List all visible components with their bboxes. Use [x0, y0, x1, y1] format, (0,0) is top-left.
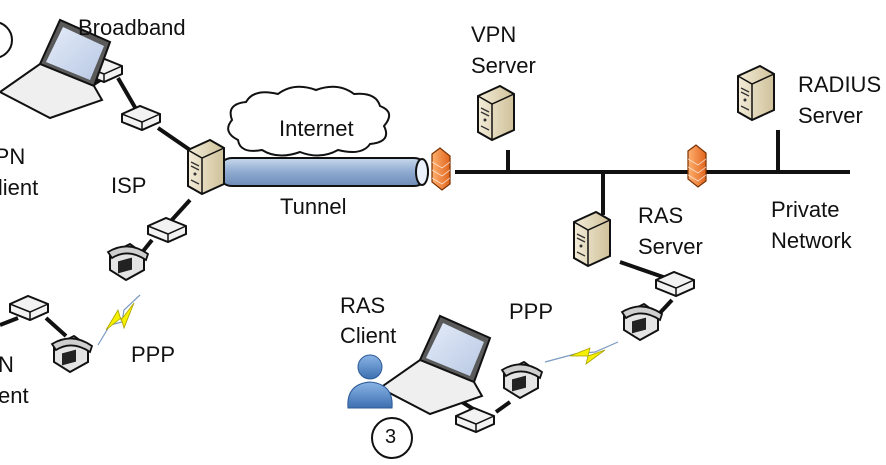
dialup-client-modem-icon: [9, 295, 49, 321]
label-vpn-client-line2: Client: [0, 175, 39, 200]
label-tunnel: Tunnel: [280, 194, 347, 219]
isp-server-icon: [187, 139, 225, 195]
radius-server-icon: [737, 65, 775, 121]
ras-client-phone-icon: [501, 361, 543, 399]
label-ras-client-line1: RAS: [340, 293, 386, 318]
broadband-modem-icon-2: [121, 105, 161, 131]
label-broadband: Broadband: [78, 15, 186, 40]
label-dialup-client-line2: ent: [0, 383, 29, 408]
ppp-link-right: [544, 341, 619, 365]
vpn-server-icon: [477, 85, 515, 141]
ras-client-modem-icon: [455, 407, 495, 433]
label-ras-client-line2: Client: [340, 323, 397, 348]
step-circle-partial: [0, 21, 13, 59]
ras-client-laptop-icon: [379, 315, 491, 415]
label-internet: Internet: [279, 116, 354, 141]
label-radius-server-line1: RADIUS: [798, 72, 882, 97]
isp-modem-icon: [147, 217, 187, 243]
ras-server-icon: [573, 211, 611, 267]
label-step-3: 3: [385, 426, 397, 448]
label-isp: ISP: [111, 173, 147, 198]
label-radius-server-line2: Server: [798, 103, 863, 128]
internet-cloud: [227, 85, 391, 157]
label-vpn-server-line1: VPN: [471, 22, 517, 47]
firewall-icon-internal: [687, 144, 707, 188]
vpn-tunnel: [217, 157, 429, 187]
label-dialup-client-line1: N: [0, 352, 14, 377]
user-icon: [347, 354, 393, 409]
ppp-link-left: [97, 294, 141, 346]
label-vpn-server-line2: Server: [471, 53, 536, 78]
label-private-network-line1: Private: [771, 197, 840, 222]
ras-server-phone-icon: [621, 303, 663, 341]
label-ras-server-line2: Server: [638, 234, 703, 259]
dialup-client-phone-icon: [51, 335, 93, 373]
isp-phone-icon: [107, 243, 149, 281]
step-circle-3: [371, 417, 413, 459]
label-ppp-right: PPP: [509, 299, 554, 324]
label-ppp-left: PPP: [131, 342, 176, 367]
firewall-icon-edge: [431, 147, 451, 191]
label-vpn-client-line1: VPN: [0, 144, 26, 169]
label-ras-server-line1: RAS: [638, 203, 684, 228]
label-private-network-line2: Network: [771, 228, 852, 253]
